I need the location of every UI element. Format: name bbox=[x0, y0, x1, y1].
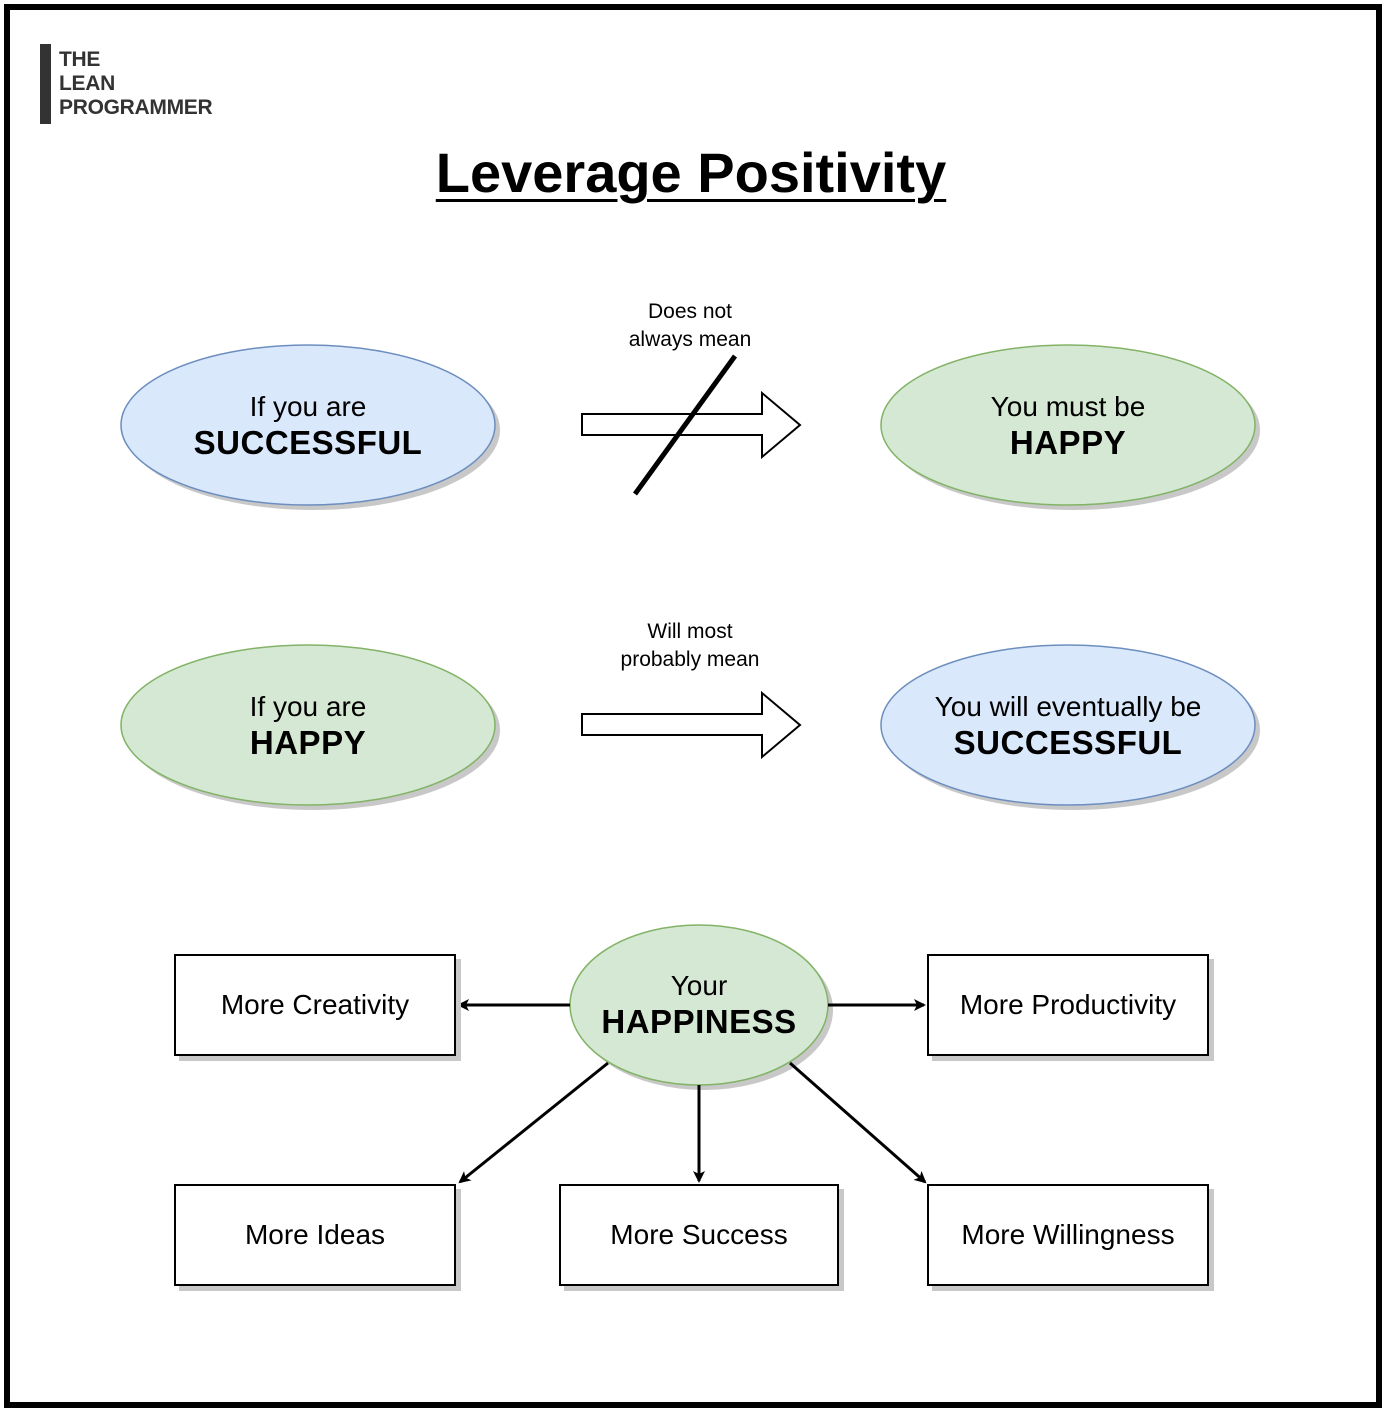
outcome-box-productivity: More Productivity bbox=[927, 954, 1209, 1056]
outcome-box-willingness: More Willingness bbox=[927, 1184, 1209, 1286]
row2-right-ellipse bbox=[880, 644, 1256, 806]
outcome-box-creativity: More Creativity bbox=[174, 954, 456, 1056]
logo-bar bbox=[40, 44, 51, 124]
row2-left-line2: HAPPY bbox=[249, 724, 367, 761]
arrow-to-ideas bbox=[458, 1061, 609, 1184]
row1-right-label: You must be HAPPY bbox=[881, 389, 1255, 461]
row1-right-ellipse bbox=[880, 344, 1256, 506]
row1-left-line1: If you are bbox=[249, 391, 367, 422]
row1-left-line2: SUCCESSFUL bbox=[193, 424, 423, 461]
row1-caption-line2: always mean bbox=[628, 328, 752, 351]
row2-caption-line1: Will most bbox=[647, 620, 733, 643]
row1-left-label: If you are SUCCESSFUL bbox=[121, 389, 495, 461]
row1-left-ellipse bbox=[120, 344, 496, 506]
logo-line-2: LEAN bbox=[59, 72, 115, 95]
row2-right-line2: SUCCESSFUL bbox=[953, 724, 1183, 761]
row1-caption: Does not always mean bbox=[580, 298, 800, 354]
row2-left-label: If you are HAPPY bbox=[121, 689, 495, 761]
row2-caption: Will most probably mean bbox=[580, 618, 800, 674]
outcome-box-ideas: More Ideas bbox=[174, 1184, 456, 1286]
outer-border bbox=[4, 4, 1382, 1408]
hub-line2: HAPPINESS bbox=[601, 1003, 797, 1040]
outcome-box-success: More Success bbox=[559, 1184, 839, 1286]
row1-right-line1: You must be bbox=[990, 391, 1146, 422]
logo-text: THE LEAN PROGRAMMER bbox=[59, 48, 213, 120]
row2-block-arrow bbox=[581, 690, 802, 760]
row2-left-line1: If you are bbox=[249, 691, 367, 722]
hub-line1: Your bbox=[670, 970, 728, 1001]
row2-caption-line2: probably mean bbox=[620, 648, 760, 671]
row1-right-line2: HAPPY bbox=[1009, 424, 1127, 461]
row1-block-arrow bbox=[581, 390, 802, 460]
row2-right-line1: You will eventually be bbox=[934, 691, 1202, 722]
logo-line-1: THE bbox=[59, 48, 101, 71]
hub-label: Your HAPPINESS bbox=[570, 968, 828, 1040]
row2-left-ellipse bbox=[120, 644, 496, 806]
row2-right-label: You will eventually be SUCCESSFUL bbox=[881, 689, 1255, 761]
arrow-to-willingness bbox=[789, 1061, 927, 1184]
logo-line-3: PROGRAMMER bbox=[59, 96, 213, 119]
diagram-title: Leverage Positivity bbox=[435, 141, 947, 204]
row1-strike-line bbox=[632, 354, 738, 496]
row1-caption-line1: Does not bbox=[647, 300, 733, 323]
